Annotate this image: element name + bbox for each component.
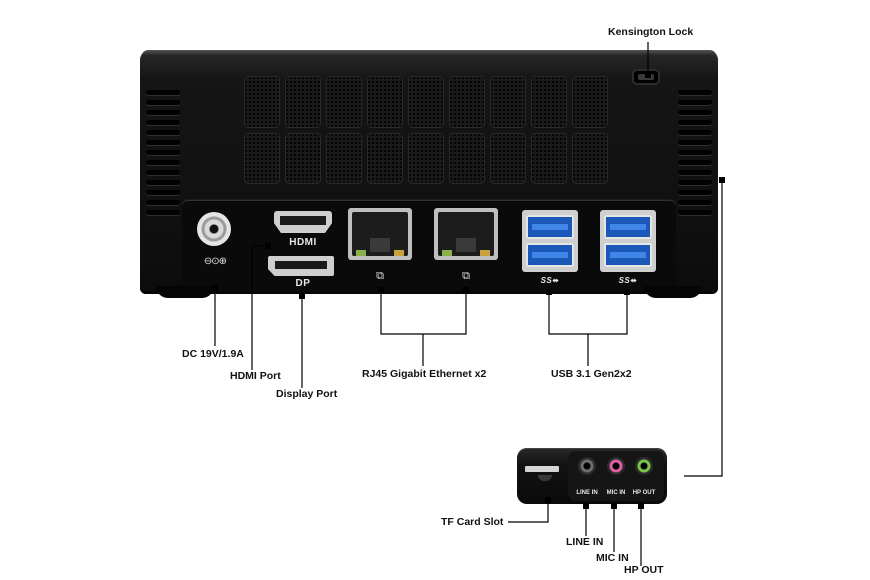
hdmi-port: [274, 211, 332, 233]
tf-card-label: TF Card Slot: [441, 516, 504, 528]
superspeed-icon: SS⬌: [540, 276, 560, 285]
rj45-port-1: [348, 208, 412, 260]
hp-out-dot: [638, 503, 644, 509]
mic-in-jack: [607, 457, 625, 475]
tf-card-leader: [508, 500, 549, 523]
audio-module-dot: [719, 177, 725, 183]
line-in-dot: [583, 503, 589, 509]
usb-bracket: [548, 292, 628, 335]
link-led: [442, 250, 452, 256]
rj45-label: RJ45 Gigabit Ethernet x2: [362, 368, 487, 380]
dp-mark: DP: [295, 278, 311, 289]
top-edge: [142, 50, 716, 56]
rj45-port-2: [434, 208, 498, 260]
dc-dot: [212, 285, 218, 291]
audio-module-leader: [684, 180, 723, 477]
tf-card-dot: [545, 497, 551, 503]
rj45-dot-2: [463, 287, 469, 293]
display-port-label: Display Port: [276, 388, 338, 400]
usb-stack-1: [522, 210, 578, 272]
usb-dot-1: [546, 289, 552, 295]
rj45-bracket: [380, 290, 467, 335]
hdmi-dot: [265, 243, 271, 249]
kensington-dot: [645, 72, 651, 78]
activity-led: [480, 250, 490, 256]
displayport-dot: [299, 293, 305, 299]
mic-in-dot: [611, 503, 617, 509]
rj45-dot-1: [378, 287, 384, 293]
hp-out-jack: [635, 457, 653, 475]
network-icon: ⧉: [462, 270, 470, 282]
network-icon: ⧉: [376, 270, 384, 282]
hp-out-mark: HP OUT: [632, 490, 656, 496]
line-in-jack: [578, 457, 596, 475]
usb-dot-2: [624, 289, 630, 295]
line-in-mark: LINE IN: [576, 490, 598, 496]
line-in-label: LINE IN: [566, 536, 604, 548]
dc-power-jack: [197, 212, 231, 246]
rear-vent-grid: [244, 76, 608, 184]
hdmi-port-label: HDMI Port: [230, 370, 281, 382]
dc-polarity-icon: ⊖⊙⊕: [203, 256, 227, 267]
tf-card-notch: [538, 475, 552, 481]
hp-out-label: HP OUT: [624, 564, 664, 576]
usb-label: USB 3.1 Gen2x2: [551, 368, 632, 380]
link-led: [356, 250, 366, 256]
left-foot: [156, 286, 214, 298]
hdmi-logo-mark: HDMI: [289, 237, 317, 248]
kensington-lock-label: Kensington Lock: [608, 26, 694, 38]
tf-card-slot: [525, 466, 559, 472]
dc-power-label: DC 19V/1.9A: [182, 348, 244, 360]
activity-led: [394, 250, 404, 256]
hdmi-leader: [251, 245, 268, 370]
right-side-vents: [678, 90, 712, 220]
mic-in-mark: MIC IN: [606, 490, 626, 496]
superspeed-icon: SS⬌: [618, 276, 638, 285]
usb-port: [604, 243, 652, 267]
usb-stack-2: [600, 210, 656, 272]
right-foot: [644, 286, 702, 298]
displayport-port: [268, 256, 334, 276]
usb-port: [526, 215, 574, 239]
usb-port: [604, 215, 652, 239]
mic-in-label: MIC IN: [596, 552, 629, 564]
left-side-vents: [146, 90, 180, 220]
usb-port: [526, 243, 574, 267]
